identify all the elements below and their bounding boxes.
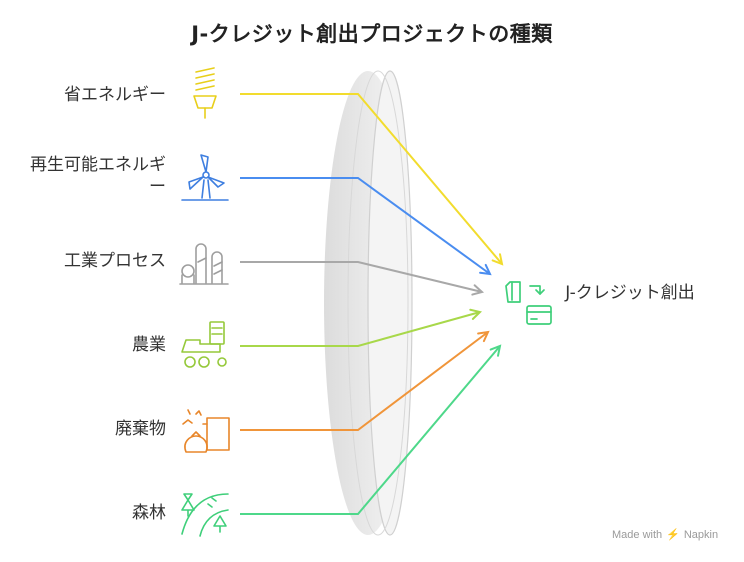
- connector-line-renewable-energy: [240, 177, 491, 275]
- light-bulb-icon: [193, 67, 217, 119]
- connector-line-industrial-process: [240, 261, 483, 293]
- source-label-energy-saving: 省エネルギー: [64, 85, 166, 105]
- tractor-icon: [181, 321, 227, 368]
- connector-line-waste: [240, 331, 489, 431]
- connector-line-forest: [240, 345, 501, 515]
- credit-exchange-icon: [505, 281, 552, 325]
- arrowhead-agriculture: [469, 308, 483, 320]
- arrowhead-renewable-energy: [479, 263, 492, 276]
- lens-shape: [324, 70, 413, 536]
- source-label-waste: 廃棄物: [115, 419, 166, 439]
- source-label-industrial-process: 工業プロセス: [64, 251, 166, 271]
- connector-line-energy-saving: [240, 93, 503, 265]
- source-label-agriculture: 農業: [132, 335, 166, 355]
- factory-icon: [179, 243, 229, 285]
- napkin-watermark: Made with ⚡ Napkin: [612, 528, 719, 542]
- watermark-brand: Napkin: [683, 528, 719, 541]
- connector-line-agriculture: [240, 311, 481, 347]
- target-label-j-credit: J-クレジット創出: [565, 283, 695, 303]
- waste-bag-icon: [182, 409, 230, 453]
- source-label-renewable-energy: 再生可能エネルギー: [30, 155, 166, 197]
- arrowhead-industrial-process: [471, 284, 485, 296]
- watermark-text: Made with: [612, 528, 663, 541]
- page-title: J-クレジット創出プロジェクトの種類: [191, 22, 553, 46]
- napkin-logo-icon: ⚡: [666, 529, 680, 541]
- arrowhead-energy-saving: [491, 253, 504, 266]
- arrowhead-waste: [477, 330, 490, 343]
- source-label-forest: 森林: [132, 503, 166, 523]
- connector-lines: [240, 93, 504, 515]
- wind-turbine-icon: [181, 154, 229, 201]
- forest-icon: [181, 493, 229, 537]
- arrowhead-forest: [489, 344, 502, 357]
